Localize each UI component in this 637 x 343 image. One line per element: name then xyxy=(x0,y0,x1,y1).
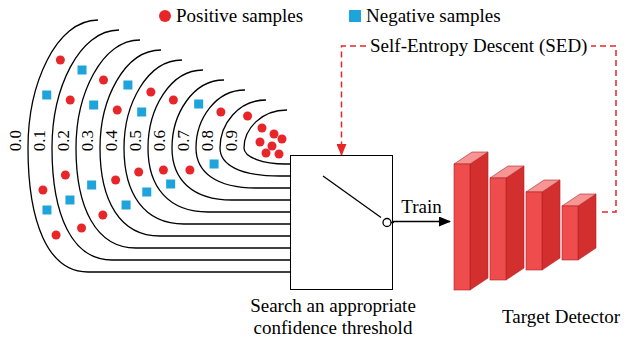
layer-front xyxy=(526,192,542,270)
feedback-label: Self-Entropy Descent (SED) xyxy=(366,35,591,57)
positive-sample xyxy=(169,96,178,105)
negative-sample xyxy=(78,66,87,75)
positive-sample xyxy=(38,186,47,195)
negative-sample xyxy=(122,201,131,210)
positive-sample xyxy=(216,108,225,117)
threshold-arc xyxy=(148,70,290,212)
positive-sample xyxy=(146,88,155,97)
positive-sample xyxy=(52,231,61,240)
threshold-arc xyxy=(28,20,290,272)
detector-layers xyxy=(450,150,602,298)
positive-sample xyxy=(134,168,143,177)
layer-front xyxy=(490,178,506,280)
layer-top xyxy=(490,166,524,178)
positive-sample xyxy=(56,56,65,65)
legend-text: Positive samples xyxy=(176,5,303,27)
layer-top xyxy=(454,152,488,164)
detector-caption: Target Detector xyxy=(502,306,620,328)
layer-side xyxy=(506,166,524,280)
negative-sample xyxy=(194,100,203,109)
threshold-label: 0.0 xyxy=(8,129,25,150)
positive-sample xyxy=(268,142,277,151)
positive-sample xyxy=(270,130,279,139)
switch-box: Search an appropriate confidence thresho… xyxy=(290,155,393,290)
layer-top xyxy=(562,194,596,206)
layer-side xyxy=(542,180,560,270)
threshold-arc xyxy=(220,100,290,176)
negative-sample xyxy=(123,81,132,90)
threshold-label: 0.2 xyxy=(56,129,73,150)
switch-contact xyxy=(383,219,391,227)
legend-swatch xyxy=(349,10,361,22)
box-caption: Search an appropriate confidence thresho… xyxy=(223,295,443,339)
layer-front xyxy=(454,164,470,290)
threshold-label: 0.4 xyxy=(104,129,121,150)
threshold-arc xyxy=(100,50,290,236)
positive-sample xyxy=(99,76,108,85)
negative-sample xyxy=(65,196,74,205)
negative-sample xyxy=(89,101,98,110)
threshold-label: 0.6 xyxy=(152,129,169,150)
positive-sample xyxy=(66,96,75,105)
threshold-label: 0.8 xyxy=(200,129,217,150)
positive-sample xyxy=(256,138,265,147)
negative-sample xyxy=(166,180,175,189)
threshold-arc xyxy=(244,110,290,164)
positive-sample xyxy=(111,176,120,185)
threshold-arc xyxy=(172,80,290,200)
threshold-label: 0.1 xyxy=(32,129,49,150)
legend-text: Negative samples xyxy=(366,5,501,27)
negative-sample xyxy=(210,160,219,169)
threshold-arc xyxy=(124,60,290,224)
threshold-arc xyxy=(52,30,290,260)
positive-sample xyxy=(77,224,86,233)
switch-symbol xyxy=(291,156,394,291)
edge-label: Train xyxy=(401,196,441,218)
threshold-label: 0.5 xyxy=(128,129,145,150)
positive-sample xyxy=(61,171,70,180)
legend-swatch xyxy=(159,10,171,22)
train-arrow xyxy=(393,221,450,223)
negative-sample xyxy=(42,91,51,100)
threshold-arc xyxy=(196,90,290,188)
positive-sample xyxy=(159,166,168,175)
switch-blade xyxy=(323,176,381,218)
positive-sample xyxy=(278,135,287,144)
positive-sample xyxy=(258,124,267,133)
positive-sample xyxy=(275,150,284,159)
layer-side xyxy=(470,152,488,290)
negative-sample xyxy=(42,206,51,215)
layer-top xyxy=(526,180,560,192)
layer-front xyxy=(562,206,578,260)
positive-sample xyxy=(185,166,194,175)
positive-sample xyxy=(243,112,252,121)
switch-output xyxy=(391,222,394,223)
detector-node: Target Detector xyxy=(450,150,602,298)
negative-sample xyxy=(87,181,96,190)
threshold-label: 0.7 xyxy=(176,129,193,150)
negative-sample xyxy=(142,188,151,197)
positive-sample xyxy=(113,106,122,115)
threshold-label: 0.3 xyxy=(80,129,97,150)
threshold-arc xyxy=(76,40,290,248)
threshold-label: 0.9 xyxy=(224,129,241,150)
positive-sample xyxy=(98,211,107,220)
negative-sample xyxy=(137,108,146,117)
positive-sample xyxy=(262,149,271,158)
